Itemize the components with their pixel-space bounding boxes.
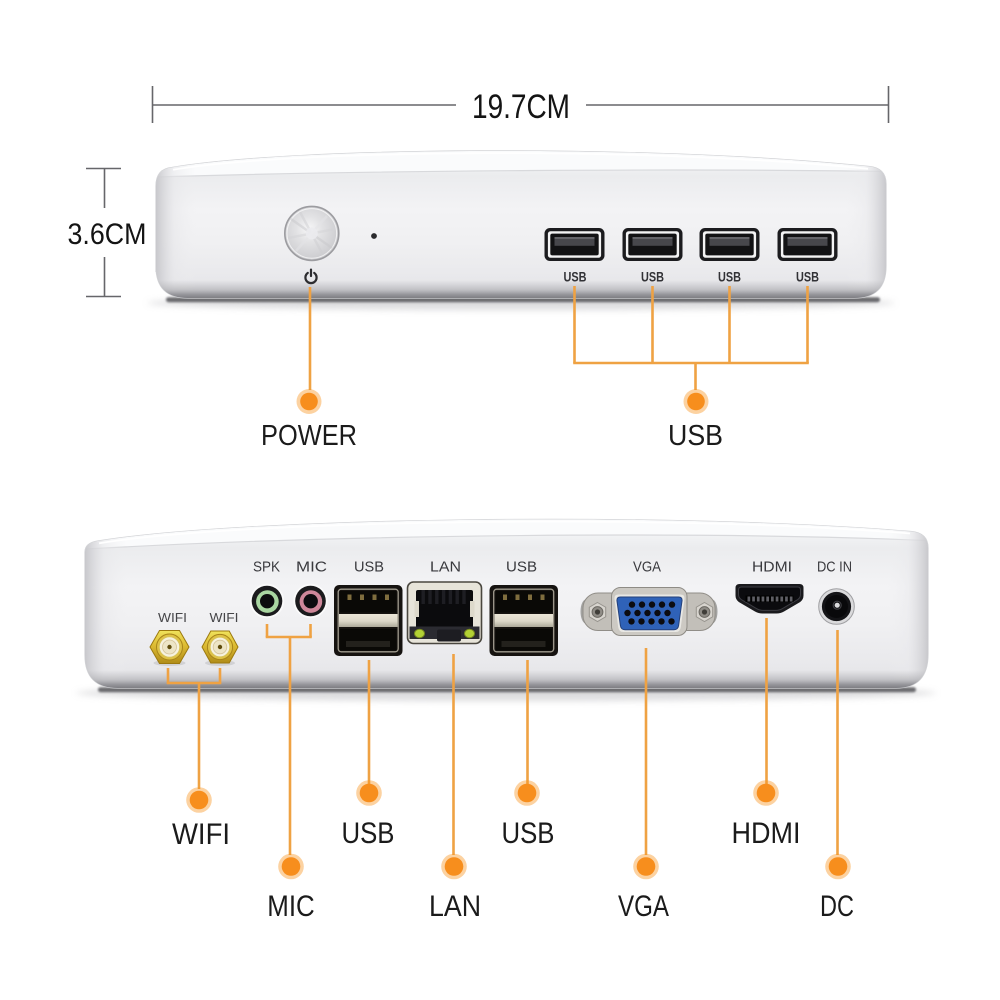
svg-text:POWER: POWER [261,420,357,452]
svg-text:VGA: VGA [618,890,669,923]
svg-text:MIC: MIC [296,559,327,576]
svg-text:USB: USB [668,420,723,452]
svg-text:SPK: SPK [253,559,280,576]
svg-text:USB: USB [342,817,395,850]
svg-text:USB: USB [502,817,555,850]
svg-text:WIFI: WIFI [172,818,230,851]
svg-text:DC: DC [820,890,854,923]
svg-text:USB: USB [506,559,537,576]
svg-text:USB: USB [354,559,384,576]
svg-text:HDMI: HDMI [732,817,801,850]
svg-text:VGA: VGA [633,559,661,576]
svg-text:WIFI: WIFI [210,610,239,625]
svg-text:DC IN: DC IN [817,559,852,576]
svg-text:19.7CM: 19.7CM [472,88,570,126]
svg-text:USB: USB [564,270,587,285]
svg-text:USB: USB [641,270,664,285]
svg-text:3.6CM: 3.6CM [68,218,147,251]
svg-text:USB: USB [718,270,741,285]
svg-text:HDMI: HDMI [752,559,792,576]
svg-text:LAN: LAN [430,559,461,576]
svg-text:LAN: LAN [429,890,481,923]
svg-text:WIFI: WIFI [158,610,187,625]
svg-text:USB: USB [796,270,819,285]
svg-text:MIC: MIC [267,890,315,923]
